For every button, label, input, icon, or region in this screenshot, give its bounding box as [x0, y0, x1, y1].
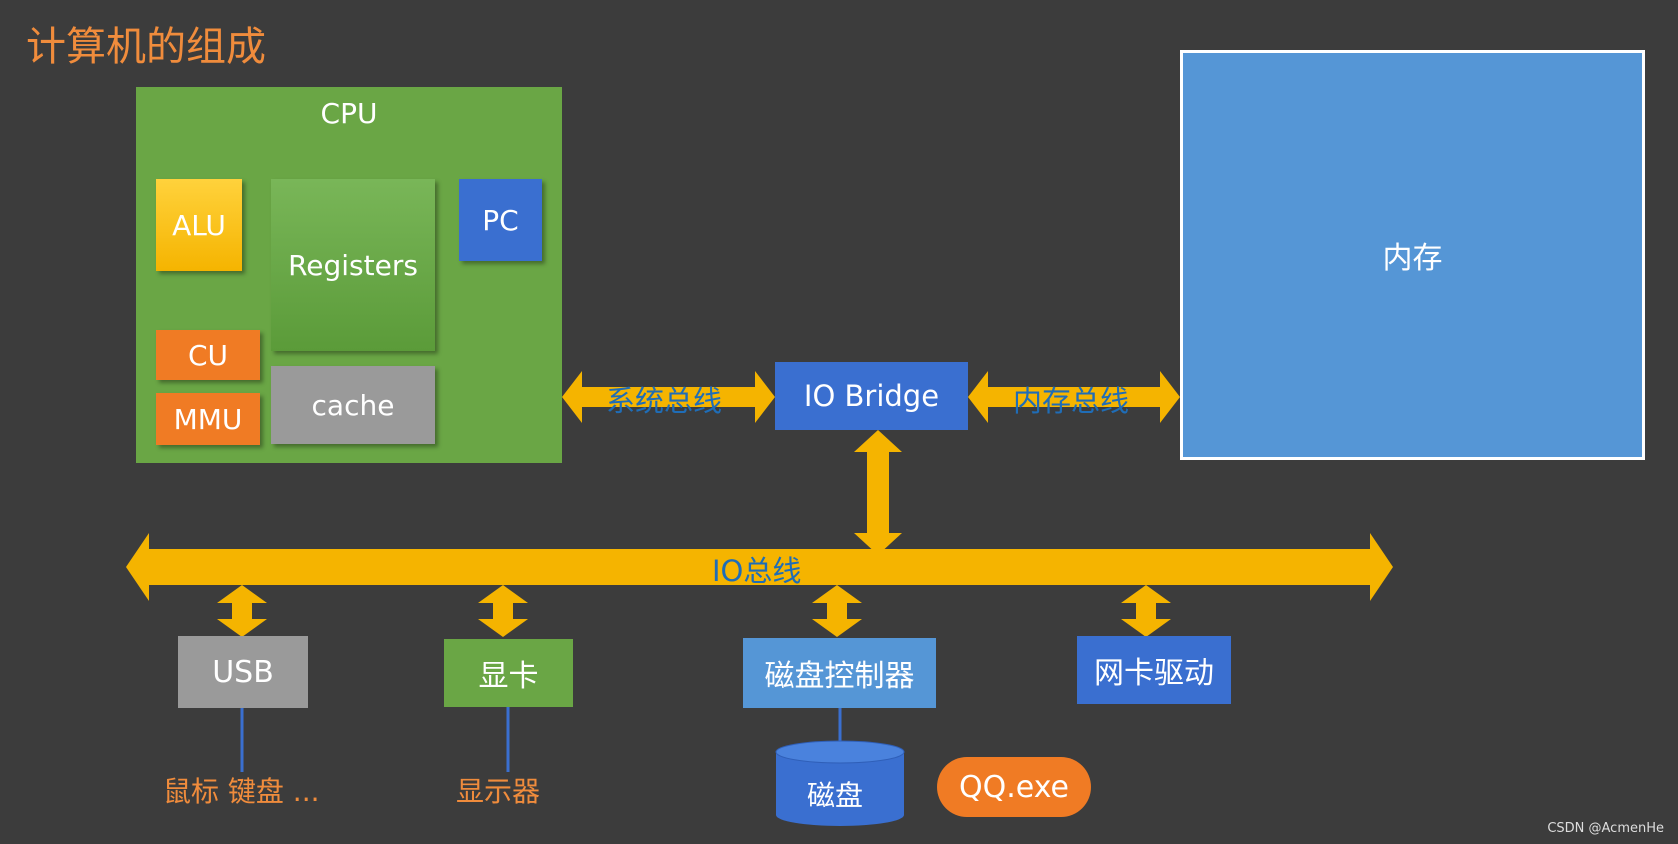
pc-block: PC — [459, 179, 542, 261]
registers-block: Registers — [271, 179, 435, 351]
display-label: 显示器 — [456, 775, 541, 808]
qq-process-badge: QQ.exe — [937, 757, 1091, 817]
io-bus-arrow — [126, 533, 1393, 601]
watermark: CSDN @AcmenHe — [1547, 821, 1664, 836]
cu-block: CU — [156, 330, 260, 380]
diskctl-arrow — [812, 585, 862, 637]
disk-label: 磁盘 — [807, 779, 864, 812]
memory-bus-label: 内存总线 — [1013, 384, 1130, 418]
io-bus-label: IO总线 — [712, 554, 802, 588]
usb-box: USB — [178, 636, 308, 708]
io-bridge-box: IO Bridge — [775, 362, 968, 430]
gpu-arrow — [478, 585, 528, 637]
system-bus-label: 系统总线 — [606, 384, 723, 418]
bridge-io-arrow — [854, 430, 902, 555]
memory-box: 内存 — [1180, 50, 1645, 460]
mmu-block: MMU — [156, 393, 260, 445]
memory-bus-arrow — [968, 371, 1180, 423]
alu-block: ALU — [156, 179, 242, 271]
cache-block: cache — [271, 366, 435, 444]
cpu-box: CPU ALU Registers PC CU MMU cache — [136, 87, 562, 463]
input-devices-label: 鼠标 键盘 ... — [163, 775, 320, 808]
nic-box: 网卡驱动 — [1077, 636, 1231, 704]
disk-icon — [775, 740, 905, 826]
system-bus-arrow — [562, 371, 775, 423]
page-title: 计算机的组成 — [26, 24, 266, 70]
usb-arrow — [217, 585, 267, 637]
gpu-box: 显卡 — [444, 639, 573, 707]
cpu-label: CPU — [320, 97, 378, 130]
disk-controller-box: 磁盘控制器 — [743, 638, 936, 708]
nic-arrow — [1121, 585, 1171, 637]
